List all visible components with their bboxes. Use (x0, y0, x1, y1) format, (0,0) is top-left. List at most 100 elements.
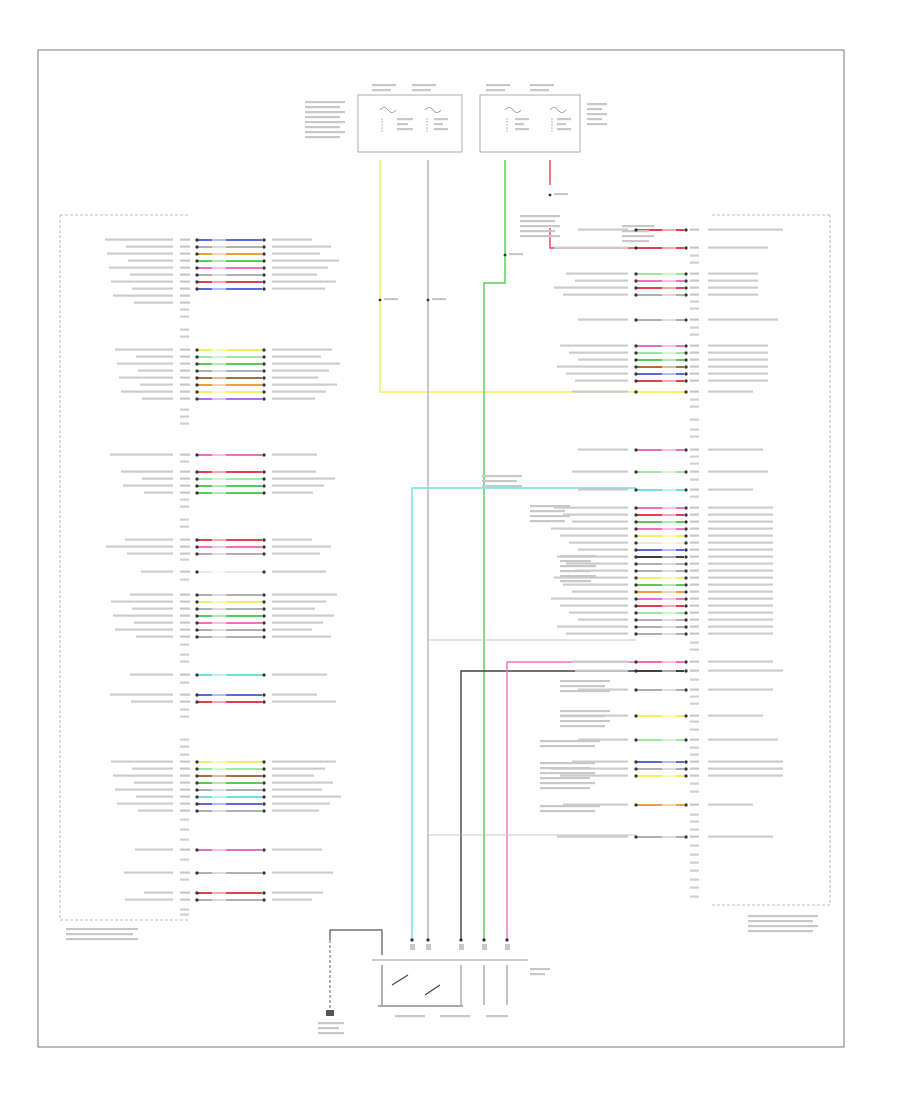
right-circuit-label (575, 279, 628, 282)
left-pin-number (180, 788, 190, 791)
wire-code-label (509, 253, 523, 256)
right-wire-code-bg (662, 358, 676, 362)
left-function-label (132, 607, 173, 610)
right-circuit-label (563, 803, 628, 806)
left-pin-number (180, 245, 190, 248)
left-pin-number (180, 484, 190, 487)
right-connector-pin (634, 569, 638, 573)
left-circuit-label (272, 621, 323, 624)
switch-pin (505, 938, 509, 942)
right-function-label (708, 527, 773, 530)
left-wire-code-bg (212, 593, 226, 597)
left-pin-number (180, 693, 190, 696)
left-circuit-label (272, 788, 322, 791)
right-circuit-label (551, 527, 628, 530)
left-connector-pin (195, 266, 199, 270)
left-pin-number (180, 453, 190, 456)
right-pin-number (690, 520, 699, 523)
left-wire-code-bg (212, 700, 226, 704)
left-circuit-label (272, 273, 317, 276)
right-connector-pin (684, 774, 688, 778)
right-wire-code-bg (662, 293, 676, 297)
right-connector-pin (684, 279, 688, 283)
fuse-note (305, 101, 345, 104)
right-wire-code-bg (662, 548, 676, 552)
left-module-label (66, 928, 138, 931)
left-connector-pin (195, 693, 199, 697)
inline-component-label (560, 725, 605, 728)
left-wire-code-bg (212, 348, 226, 352)
right-wire-code-bg (662, 583, 676, 587)
left-wire-code-bg (212, 484, 226, 488)
right-pin-number (690, 307, 699, 310)
left-connector-pin (195, 348, 199, 352)
left-connector-pin (195, 287, 199, 291)
right-function-label (708, 344, 768, 347)
left-wire-code-bg (212, 376, 226, 380)
left-circuit-label (272, 477, 335, 480)
right-function-label (708, 767, 783, 770)
right-circuit-label (572, 760, 628, 763)
left-function-label (132, 767, 173, 770)
right-connector-pin (634, 520, 638, 524)
switch-pin (459, 938, 463, 942)
right-function-label (708, 541, 773, 544)
right-circuit-label (572, 590, 628, 593)
right-connector-pin (634, 365, 638, 369)
right-connector-pin (634, 351, 638, 355)
ground-label (318, 1027, 339, 1030)
left-connector-pin (195, 470, 199, 474)
left-connector-pin (262, 484, 266, 488)
right-pin-number (690, 333, 699, 336)
right-pin-number (690, 372, 699, 375)
left-pin-number (180, 715, 189, 718)
right-pin-number (690, 803, 699, 806)
left-connector-pin (195, 383, 199, 387)
right-connector-pin (684, 714, 688, 718)
left-function-label (109, 266, 173, 269)
left-circuit-label (272, 245, 331, 248)
right-function-label (708, 569, 773, 572)
right-connector-pin (684, 576, 688, 580)
left-connector-pin (262, 238, 266, 242)
right-pin-number (690, 660, 699, 663)
left-wire-code-bg (212, 355, 226, 359)
fuse-label (515, 128, 529, 131)
right-pin-number (690, 527, 699, 530)
right-pin-number (690, 318, 699, 321)
left-pin-number (180, 355, 190, 358)
left-connector-pin (195, 628, 199, 632)
right-connector-pin (634, 669, 638, 673)
left-pin-number (180, 238, 190, 241)
left-pin-number (180, 660, 189, 663)
right-pin-number (690, 228, 699, 231)
right-wire-code-bg (662, 470, 676, 474)
right-connector-pin (684, 760, 688, 764)
right-pin-number (690, 358, 699, 361)
right-function-label (708, 774, 783, 777)
left-wire-code-bg (212, 552, 226, 556)
right-wire-code-bg (662, 767, 676, 771)
left-function-label (121, 390, 173, 393)
right-function-label (708, 688, 773, 691)
right-connector-pin (634, 738, 638, 742)
left-wire-code-bg (212, 397, 226, 401)
left-circuit-label (272, 390, 326, 393)
left-wire-code-bg (212, 795, 226, 799)
right-wire-code-bg (662, 774, 676, 778)
fuse-label (557, 118, 571, 121)
left-pin-number (180, 858, 189, 861)
left-pin-number (180, 287, 190, 290)
right-function-label (708, 488, 753, 491)
left-connector-pin (262, 245, 266, 249)
left-wire-code-bg (212, 898, 226, 902)
right-circuit-label (560, 604, 628, 607)
left-wire-code-bg (212, 628, 226, 632)
fuse-label (434, 118, 448, 121)
left-wire-code-bg (212, 491, 226, 495)
left-connector-pin (262, 593, 266, 597)
right-pin-number (690, 695, 699, 698)
left-wire-code-bg (212, 774, 226, 778)
left-pin-number (180, 607, 190, 610)
left-pin-number (180, 753, 189, 756)
